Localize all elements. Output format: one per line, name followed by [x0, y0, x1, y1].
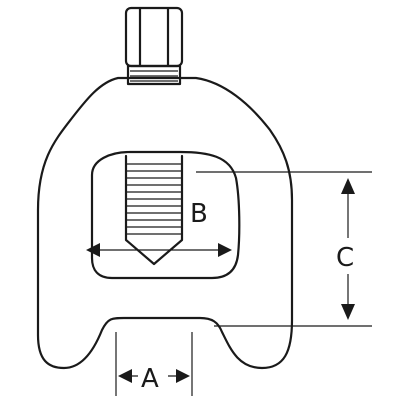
label-c: C	[336, 243, 354, 273]
central-bolt	[124, 154, 184, 266]
dimension-c: C	[196, 171, 372, 327]
tool-body-outline	[36, 76, 294, 370]
dimension-b: B	[86, 199, 232, 257]
label-b: B	[190, 199, 208, 229]
inner-cavity	[90, 150, 241, 280]
hex-nut	[124, 6, 184, 68]
dimension-a: A	[115, 332, 193, 396]
label-a: A	[141, 364, 159, 394]
threaded-shank	[126, 64, 182, 86]
